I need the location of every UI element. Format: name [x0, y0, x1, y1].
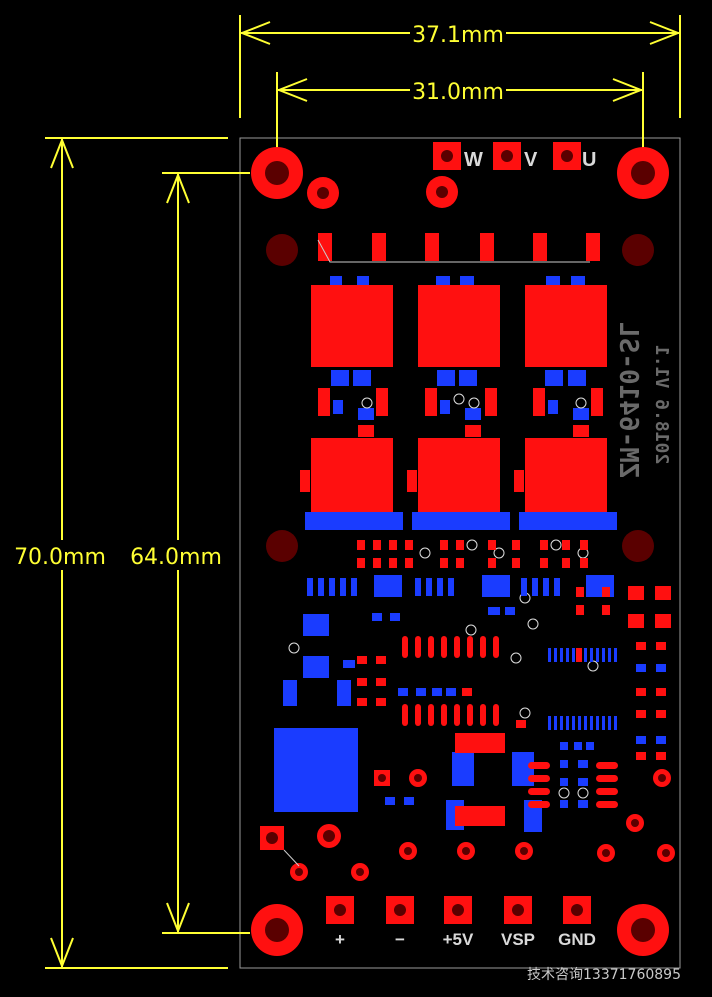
phase-pin-u: U [553, 142, 596, 171]
mosfet-row-upper [311, 276, 607, 416]
driver-ic-top-upper [402, 636, 499, 658]
npth-holes [266, 234, 654, 562]
dimension-label-width-outer: 37.1mm [412, 23, 504, 48]
dimension-label-height-inner: 64.0mm [130, 545, 222, 570]
mosfet-row-lower [300, 408, 617, 530]
svg-text:U: U [582, 149, 596, 171]
mounting-holes [251, 147, 669, 956]
regulator-pads [528, 762, 618, 808]
io-label-gnd: GND [558, 930, 596, 949]
svg-text:ZM-6410-SL: ZM-6410-SL [613, 322, 643, 479]
shunt-pads [318, 233, 600, 261]
svg-text:V: V [524, 149, 538, 171]
silk-model-text: ZM-6410-SL [613, 322, 643, 479]
top-vias [307, 176, 458, 209]
driver-passives [357, 540, 588, 568]
io-label-minus: − [395, 930, 405, 949]
svg-text:W: W [464, 149, 483, 171]
mcu-bottom-ic [548, 648, 617, 730]
io-label-vsp: VSP [501, 930, 535, 949]
dimension-label-width-inner: 31.0mm [412, 80, 504, 105]
phase-pin-w: W [433, 142, 483, 171]
io-label-plus: + [335, 930, 345, 949]
footer-contact: 技术咨询13371760895 [527, 967, 681, 983]
svg-text:2018.6 V1.1: 2018.6 V1.1 [651, 345, 672, 464]
silk-trace-top [317, 239, 590, 263]
top-passives [357, 586, 671, 826]
through-hole-pads [260, 769, 675, 881]
phase-pin-v: V [493, 142, 538, 171]
ic-marker [576, 648, 582, 662]
io-label-5v: +5V [443, 930, 474, 949]
dimension-label-height-outer: 70.0mm [14, 545, 106, 570]
io-connector [326, 896, 591, 924]
driver-ic-top-lower [402, 704, 499, 726]
silk-version-text: 2018.6 V1.1 [651, 345, 672, 464]
